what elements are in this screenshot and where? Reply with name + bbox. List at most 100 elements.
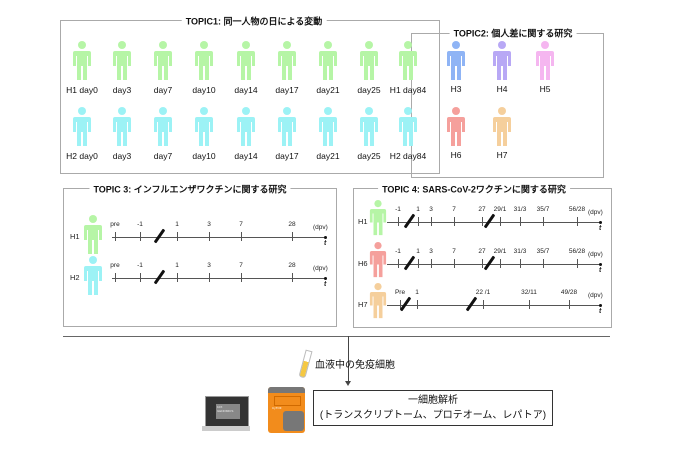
timepoint-label: 35/7 [536, 206, 550, 213]
topic4-title: TOPIC 4: SARS-CoV-2ワクチンに関する研究 [378, 182, 570, 196]
timepoint-tick [454, 217, 455, 226]
axis-end-dot [324, 236, 327, 239]
timepoint-tick [483, 300, 484, 309]
timepoint-tick [577, 259, 578, 268]
person-icon [276, 41, 298, 81]
person-icon [534, 41, 556, 81]
timepoint-label: 7 [239, 262, 243, 269]
subject-label: H1 [358, 217, 368, 226]
person-icon [152, 41, 174, 81]
timepoint-tick [500, 259, 501, 268]
timepoint-label: H2 day0 [66, 151, 98, 161]
person-icon [235, 107, 257, 147]
laptop-base [202, 426, 250, 431]
topic2-title: TOPIC2: 個人差に関する研究 [449, 26, 577, 40]
person-icon [368, 242, 388, 278]
timepoint-label: 56/28 [568, 206, 586, 213]
timepoint-label: 1 [416, 248, 420, 255]
person-icon [152, 107, 174, 147]
timepoint-label: day21 [316, 85, 340, 95]
timepoint-tick [500, 217, 501, 226]
timepoint-label: 1 [175, 221, 179, 228]
person-icon [445, 41, 467, 81]
topic1-title: TOPIC1: 同一人物の日による変動 [181, 14, 327, 28]
subject-label: H5 [539, 84, 551, 94]
person-icon [235, 41, 257, 81]
sample-label: 血液中の免疫細胞 [315, 360, 395, 371]
timepoint-label: 28 [288, 262, 296, 269]
subject-label: H6 [450, 150, 462, 160]
person-icon [397, 107, 419, 147]
person-icon [358, 41, 380, 81]
person-icon [82, 215, 104, 255]
timepoint-label: 3 [429, 206, 433, 213]
timepoint-label: H1 day0 [66, 85, 98, 95]
timepoint-tick [140, 273, 141, 282]
person-icon [193, 41, 215, 81]
timepoint-label: 31/3 [513, 206, 527, 213]
timepoint-label: 7 [452, 206, 456, 213]
time-axis-label: t [599, 308, 602, 315]
laptop-icon: 10X GENOMICS [205, 396, 249, 427]
timepoint-tick [418, 259, 419, 268]
axis-end-dot [324, 277, 327, 280]
timepoint-label: -1 [137, 262, 143, 269]
time-axis-label: t [599, 267, 602, 274]
unit-label: (dpv) [588, 292, 603, 299]
cytof-label: CyTOF [272, 406, 282, 410]
timeline-axis [387, 264, 600, 265]
person-icon [445, 107, 467, 147]
timepoint-label: 49/28 [560, 289, 578, 296]
timepoint-tick [177, 273, 178, 282]
timepoint-label: Pre [394, 289, 406, 296]
timepoint-label: 3 [429, 248, 433, 255]
timepoint-tick [177, 232, 178, 241]
timepoint-tick [400, 300, 401, 309]
subject-label: H1 [70, 232, 80, 241]
timepoint-tick [418, 217, 419, 226]
person-icon [111, 41, 133, 81]
timepoint-label: H1 day84 [389, 85, 427, 95]
timepoint-tick [529, 300, 530, 309]
timepoint-tick [417, 300, 418, 309]
arrow-head-icon [345, 381, 351, 386]
subject-label: H7 [358, 300, 368, 309]
timepoint-label: 7 [452, 248, 456, 255]
timepoint-label: 31/3 [513, 248, 527, 255]
timepoint-label: 29/1 [493, 248, 507, 255]
timepoint-tick [454, 259, 455, 268]
timepoint-label: 56/28 [568, 248, 586, 255]
timepoint-label: day21 [316, 151, 340, 161]
timepoint-label: 3 [207, 221, 211, 228]
timepoint-label: day3 [112, 85, 132, 95]
timepoint-label: day10 [192, 151, 216, 161]
person-icon [193, 107, 215, 147]
timepoint-tick [431, 259, 432, 268]
axis-end-dot [599, 221, 602, 224]
timepoint-tick [115, 232, 116, 241]
timepoint-label: day17 [275, 85, 299, 95]
subject-label: H3 [450, 84, 462, 94]
person-icon [491, 107, 513, 147]
timepoint-label: day14 [234, 151, 258, 161]
timepoint-tick [482, 217, 483, 226]
axis-end-dot [599, 263, 602, 266]
analysis-box: 一細胞解析 (トランスクリプトーム、プロテオーム、レパトア) [313, 390, 553, 426]
timepoint-tick [543, 259, 544, 268]
person-icon [276, 107, 298, 147]
person-icon [71, 41, 93, 81]
timepoint-tick [520, 217, 521, 226]
person-icon [317, 41, 339, 81]
timepoint-label: 27 [478, 248, 486, 255]
timepoint-tick [241, 273, 242, 282]
timepoint-label: 3 [207, 262, 211, 269]
timepoint-label: day17 [275, 151, 299, 161]
person-icon [82, 256, 104, 296]
axis-end-dot [599, 304, 602, 307]
timeline-axis [387, 305, 600, 306]
flow-arrow [348, 336, 349, 382]
unit-label: (dpv) [313, 224, 328, 231]
timepoint-label: 28 [288, 221, 296, 228]
topic3-title: TOPIC 3: インフルエンザワクチンに関する研究 [89, 182, 291, 196]
